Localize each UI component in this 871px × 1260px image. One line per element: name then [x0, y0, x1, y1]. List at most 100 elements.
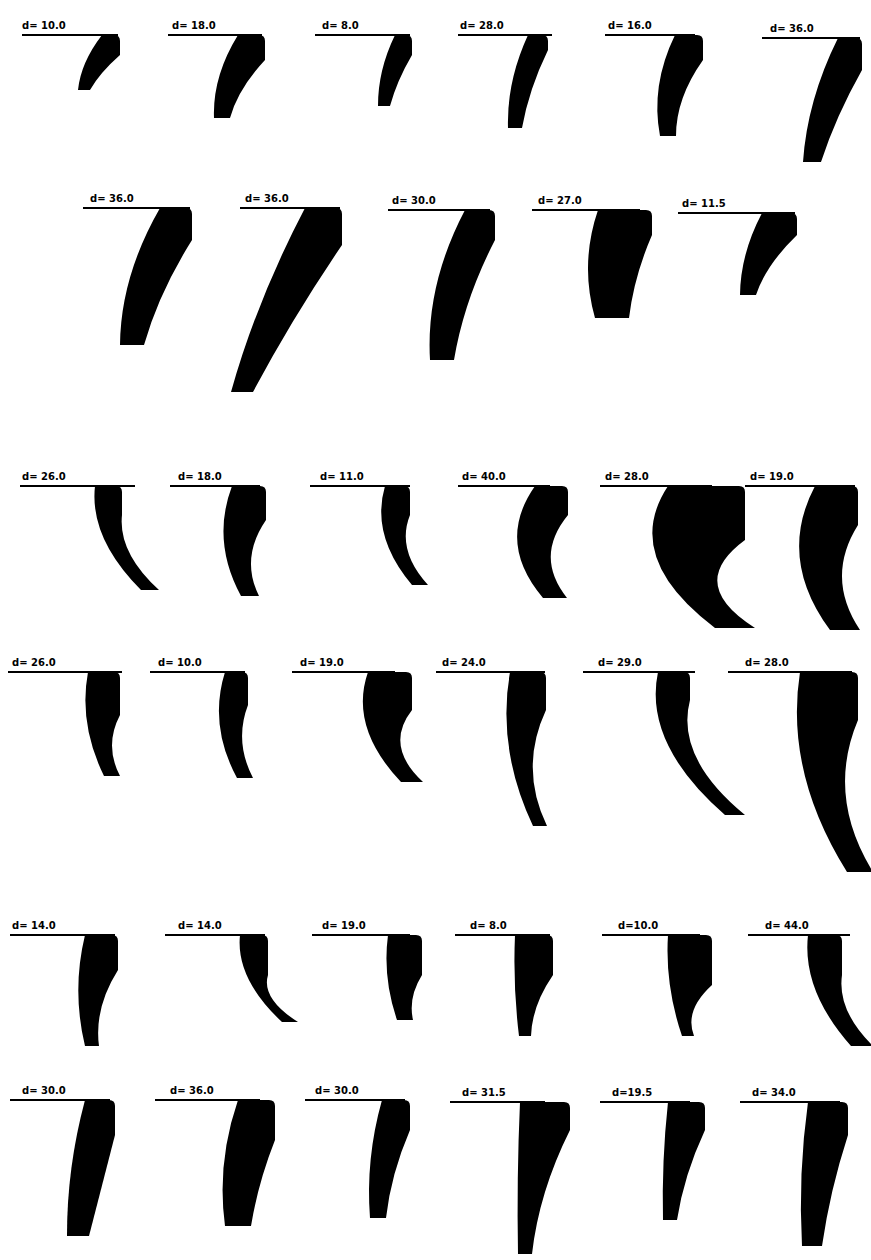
rim-profile: [799, 486, 860, 630]
diameter-label: d= 34.0: [752, 1087, 796, 1099]
rim-profile: [514, 935, 553, 1036]
diameter-label: d= 40.0: [462, 471, 506, 483]
diameter-label: d= 36.0: [90, 193, 134, 205]
rim-line: [155, 1099, 260, 1101]
diameter-label: d= 11.5: [682, 198, 726, 210]
diameter-label: d= 36.0: [245, 193, 289, 205]
rim-line: [740, 1101, 840, 1103]
rim-line: [240, 207, 340, 209]
rim-line: [602, 934, 700, 936]
diameter-label: d=19.5: [612, 1087, 652, 1099]
rim-profile: [430, 210, 495, 360]
rim-line: [168, 34, 262, 36]
diameter-label: d= 44.0: [765, 920, 809, 932]
diameter-label: d= 10.0: [158, 657, 202, 669]
diameter-label: d= 30.0: [392, 195, 436, 207]
rim-profile: [801, 1102, 848, 1246]
diameter-label: d= 14.0: [12, 920, 56, 932]
diameter-label: d= 36.0: [170, 1085, 214, 1097]
rim-profile: [506, 672, 547, 826]
diameter-label: d= 8.0: [470, 920, 507, 932]
rim-line: [600, 485, 712, 487]
diameter-label: d= 26.0: [22, 471, 66, 483]
rim-line: [310, 485, 410, 487]
rim-line: [315, 34, 410, 36]
rim-line: [600, 1101, 690, 1103]
rim-profile: [518, 1102, 570, 1254]
rim-profile: [223, 486, 266, 596]
rim-profile: [807, 935, 871, 1046]
rim-profile: [231, 208, 342, 392]
diameter-label: d= 8.0: [322, 20, 359, 32]
diameter-label: d= 11.0: [320, 471, 364, 483]
diameter-label: d= 18.0: [178, 471, 222, 483]
rim-line: [532, 209, 640, 211]
rim-profile: [588, 210, 652, 318]
rim-profile: [667, 935, 712, 1036]
diameter-label: d= 27.0: [538, 195, 582, 207]
diameter-label: d= 14.0: [178, 920, 222, 932]
rim-profile: [652, 486, 755, 628]
rim-line: [745, 485, 855, 487]
rim-profile: [797, 672, 871, 872]
rim-line: [8, 671, 122, 673]
rim-profile: [386, 935, 422, 1020]
rim-profile: [214, 35, 265, 118]
diameter-label: d= 30.0: [22, 1085, 66, 1097]
rim-line: [436, 671, 545, 673]
rim-profile: [381, 486, 428, 585]
rim-profile: [85, 672, 120, 776]
rim-line: [10, 934, 115, 936]
rim-line: [455, 934, 550, 936]
rim-line: [150, 671, 245, 673]
rim-profile: [78, 35, 120, 90]
rim-profile: [67, 1100, 115, 1236]
rim-profile: [803, 38, 862, 162]
diameter-label: d= 30.0: [315, 1085, 359, 1097]
rim-profile: [223, 1100, 275, 1226]
rim-line: [83, 207, 190, 209]
diameter-label: d= 19.0: [300, 657, 344, 669]
diameter-label: d= 26.0: [12, 657, 56, 669]
rim-line: [312, 934, 410, 936]
rim-line: [605, 34, 695, 36]
rim-profile: [369, 1100, 410, 1218]
rim-profile: [657, 35, 703, 136]
rim-line: [728, 671, 852, 673]
diameter-label: d= 28.0: [605, 471, 649, 483]
rim-line: [165, 934, 265, 936]
rim-line: [292, 671, 395, 673]
rim-line: [10, 1099, 110, 1101]
diameter-label: d= 28.0: [460, 20, 504, 32]
rim-profile: [663, 1102, 705, 1220]
diameter-label: d= 24.0: [442, 657, 486, 669]
rim-line: [762, 37, 860, 39]
diameter-label: d= 31.5: [462, 1087, 506, 1099]
rim-line: [20, 485, 135, 487]
rim-line: [748, 934, 850, 936]
rim-line: [458, 34, 552, 36]
rim-line: [678, 212, 795, 214]
diameter-label: d=10.0: [618, 920, 658, 932]
rim-line: [305, 1099, 405, 1101]
rim-profile: [508, 35, 548, 128]
diameter-label: d= 29.0: [598, 657, 642, 669]
rim-profile: [240, 935, 298, 1022]
rim-line: [388, 209, 490, 211]
rim-profile: [517, 486, 568, 598]
rim-profile: [363, 672, 423, 782]
rim-profile: [94, 486, 159, 590]
rim-profile: [378, 35, 412, 106]
rim-line: [458, 485, 550, 487]
rim-line: [22, 34, 118, 36]
diameter-label: d= 36.0: [770, 23, 814, 35]
rim-profile: [656, 672, 745, 815]
rim-line: [170, 485, 260, 487]
rim-profile: [740, 213, 797, 295]
rim-line: [450, 1101, 545, 1103]
diameter-label: d= 10.0: [22, 20, 66, 32]
diameter-label: d= 18.0: [172, 20, 216, 32]
diameter-label: d= 19.0: [750, 471, 794, 483]
diameter-label: d= 16.0: [608, 20, 652, 32]
